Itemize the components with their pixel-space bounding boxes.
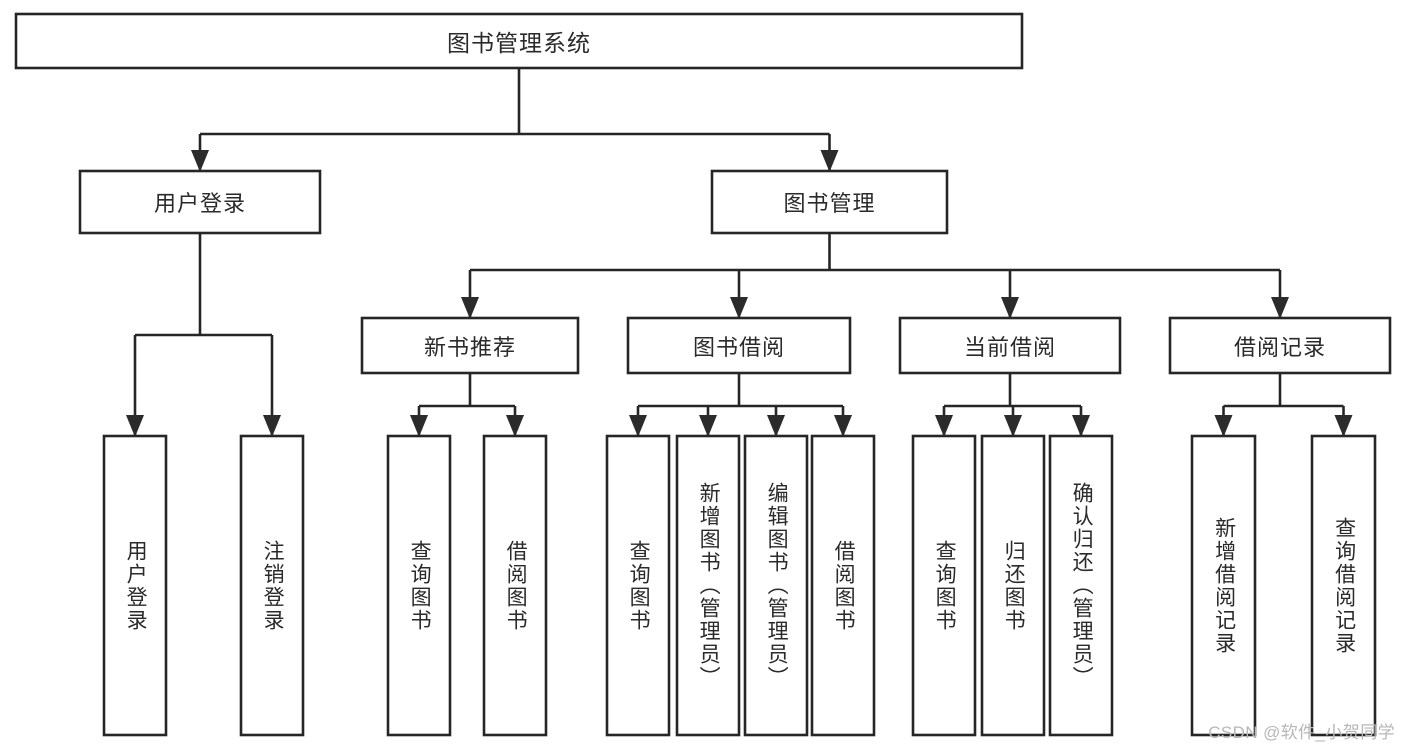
arrow-head-icon [935,415,953,437]
node-box-l_user_login[interactable] [102,434,168,737]
arrow-head-icon [1001,297,1019,319]
node-box-l_edit_book[interactable] [743,434,809,737]
node-box-l_borrow_book_1[interactable] [482,434,548,737]
arrow-head-icon [629,415,647,437]
node-box-l_return_book[interactable] [980,434,1046,737]
node-box-l_query_book_3[interactable] [911,434,977,737]
node-box-l_add_record[interactable] [1190,434,1257,737]
arrow-head-icon [1004,415,1022,437]
node-box-n_new_rec[interactable] [360,316,580,375]
arrow-head-icon [699,415,717,437]
node-box-l_logout[interactable] [239,434,305,737]
arrow-head-icon [1271,297,1289,319]
node-box-n_current[interactable] [898,316,1122,375]
arrow-head-icon [767,415,785,437]
arrow-head-icon [730,297,748,319]
node-box-l_borrow_book_2[interactable] [810,434,876,737]
node-box-l_confirm_return[interactable] [1048,434,1114,737]
node-box-l_add_book[interactable] [675,434,741,737]
node-box-root[interactable] [14,12,1024,70]
arrow-head-icon [834,415,852,437]
arrow-head-icon [1072,415,1090,437]
arrow-head-icon [1334,415,1353,437]
node-box-l_query_record[interactable] [1310,434,1377,737]
arrow-head-icon [410,415,428,437]
node-box-n_user_login[interactable] [78,169,322,235]
boxes-layer [14,12,1392,737]
arrow-head-icon [461,297,479,319]
connectors-layer [126,68,1353,437]
node-box-n_borrow[interactable] [626,316,852,375]
arrow-head-icon [191,150,209,172]
node-box-n_book_mgmt[interactable] [710,169,949,235]
arrow-head-icon [506,415,524,437]
arrow-head-icon [263,415,281,437]
node-box-l_query_book_2[interactable] [605,434,671,737]
arrow-head-icon [126,415,144,437]
node-box-n_records[interactable] [1168,316,1392,375]
node-box-l_query_book_1[interactable] [386,434,452,737]
arrow-head-icon [1214,415,1233,437]
arrow-head-icon [820,150,839,172]
